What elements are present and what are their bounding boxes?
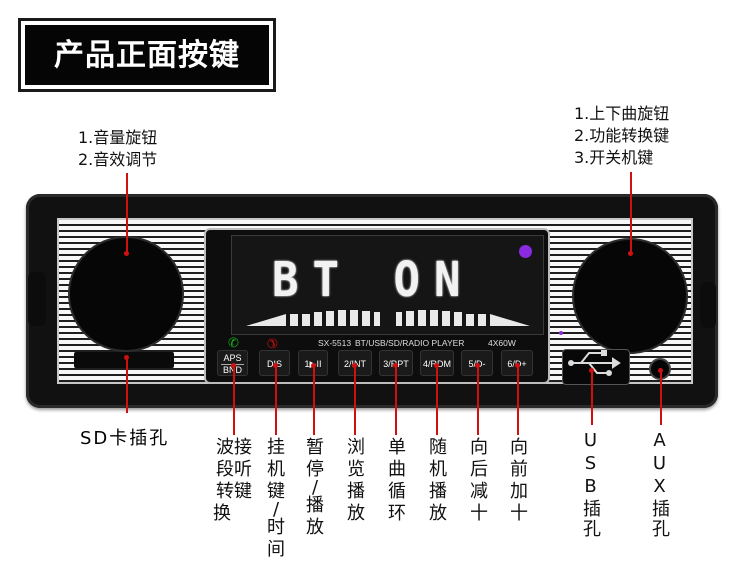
volume-pointer-dot (124, 251, 129, 256)
btn-dot-4 (352, 363, 357, 368)
left-side-tab (28, 272, 46, 326)
phone-answer-icon: ✆ (228, 336, 239, 351)
model-text: SX-5513 (318, 338, 352, 348)
title-box: 产品正面按键 (18, 18, 276, 92)
button-label-1: 波接 段听 转键 换 (213, 437, 252, 524)
btn-dot-7 (475, 363, 480, 368)
sd-slot[interactable] (74, 352, 174, 368)
lcd-text: BT ON (272, 252, 475, 309)
btn-dot-1 (231, 363, 236, 368)
button-label-7: 向 后 减 十 (470, 437, 488, 524)
button-label-2: 挂 机 键 / 时 间 (267, 437, 285, 560)
left-note-1: 1.音量旋钮 (78, 128, 158, 147)
btn-pointer-1 (233, 365, 235, 435)
aux-pointer-dot (658, 368, 663, 373)
btn-pointer-2 (275, 365, 277, 435)
volume-knob[interactable] (70, 238, 182, 350)
right-note-1: 1.上下曲旋钮 (574, 104, 670, 123)
btn-dot-8 (515, 363, 520, 368)
track-pointer (630, 172, 632, 252)
power-text: 4X60W (488, 338, 516, 348)
usb-label: USB插孔 (580, 430, 601, 539)
track-pointer-dot (628, 251, 633, 256)
aux-label: AUX插孔 (649, 430, 670, 539)
button-label-6: 随 机 播 放 (429, 437, 447, 524)
btn-pointer-7 (477, 365, 479, 435)
btn-pointer-6 (436, 365, 438, 435)
button-label-3: 暂 停 / 播 放 (306, 437, 324, 538)
btn-dot-6 (434, 363, 439, 368)
mode-text: BT/USB/SD/RADIO PLAYER (355, 338, 465, 348)
usb-pointer-dot (589, 368, 594, 373)
btn-dot-3 (311, 363, 316, 368)
track-knob[interactable] (574, 240, 686, 352)
left-note-2: 2.音效调节 (78, 150, 158, 169)
btn-pointer-5 (395, 365, 397, 435)
sd-pointer-dot (124, 355, 129, 360)
btn-pointer-4 (354, 365, 356, 435)
indicator-led (519, 245, 532, 258)
button-label: APS (223, 353, 242, 363)
equalizer-bars (246, 310, 530, 326)
button-label-8: 向 前 加 十 (510, 437, 528, 524)
btn-dot-5 (393, 363, 398, 368)
usb-pointer (591, 370, 593, 425)
page-title: 产品正面按键 (25, 25, 269, 85)
volume-pointer (126, 173, 128, 253)
right-note-3: 3.开关机键 (574, 148, 654, 167)
usb-icon (568, 350, 621, 376)
right-note-2: 2.功能转换键 (574, 126, 670, 145)
btn-dot-2 (273, 363, 278, 368)
btn-pointer-3 (313, 365, 315, 435)
button-label-4: 浏 览 播 放 (347, 437, 365, 524)
button-label-5: 单 曲 循 环 (388, 437, 406, 524)
btn-pointer-8 (517, 365, 519, 435)
sd-label: SD卡插孔 (80, 428, 170, 449)
aux-pointer (660, 370, 662, 425)
sd-pointer (126, 357, 128, 413)
ir-sensor (559, 331, 563, 335)
usb-port[interactable] (562, 349, 630, 385)
right-side-tab (700, 282, 716, 328)
